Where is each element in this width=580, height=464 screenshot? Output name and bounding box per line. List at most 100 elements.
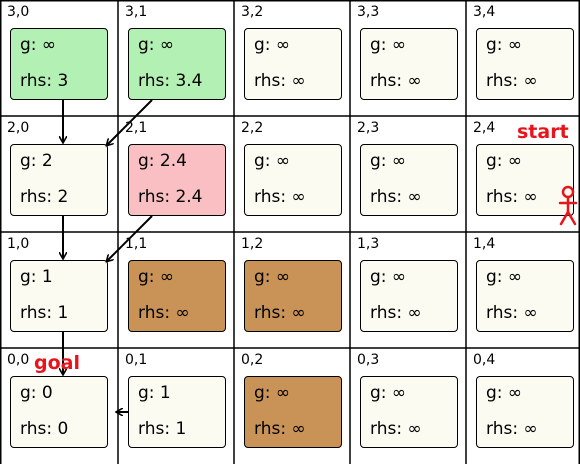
cell-coord: 2,1 bbox=[125, 120, 148, 136]
cell-3-1: 3,1 g: ∞ rhs: 3.4 bbox=[118, 0, 234, 116]
cell-box: g: 0 rhs: 0 bbox=[10, 376, 108, 448]
rhs-value: rhs: 0 bbox=[20, 419, 69, 439]
stick-figure-icon bbox=[558, 185, 578, 226]
cell-coord: 1,3 bbox=[357, 236, 380, 252]
rhs-value: rhs: ∞ bbox=[486, 419, 538, 439]
cell-0-1: 0,1 g: 1 rhs: 1 bbox=[118, 348, 234, 464]
cell-box: g: ∞ rhs: ∞ bbox=[128, 260, 226, 332]
g-value: g: 1 bbox=[138, 383, 171, 403]
cell-coord: 2,3 bbox=[357, 120, 380, 136]
cell-0-2: 0,2 g: ∞ rhs: ∞ bbox=[234, 348, 350, 464]
cell-coord: 1,1 bbox=[125, 236, 148, 252]
g-value: g: ∞ bbox=[254, 267, 291, 287]
rhs-value: rhs: ∞ bbox=[370, 187, 422, 207]
cell-coord: 3,4 bbox=[473, 4, 496, 20]
cell-0-3: 0,3 g: ∞ rhs: ∞ bbox=[350, 348, 466, 464]
arrow-2-1-to-1-0 bbox=[107, 215, 153, 261]
rhs-value: rhs: 3.4 bbox=[138, 71, 203, 91]
cell-box: g: 1 rhs: 1 bbox=[128, 376, 226, 448]
cell-3-3: 3,3 g: ∞ rhs: ∞ bbox=[350, 0, 466, 116]
rhs-value: rhs: ∞ bbox=[254, 187, 306, 207]
g-value: g: ∞ bbox=[138, 267, 175, 287]
goal-label: goal bbox=[34, 352, 80, 374]
cell-box: g: ∞ rhs: 3 bbox=[10, 28, 108, 100]
cell-2-3: 2,3 g: ∞ rhs: ∞ bbox=[350, 116, 466, 232]
g-value: g: ∞ bbox=[370, 35, 407, 55]
cell-2-4: 2,4 g: ∞ rhs: ∞ bbox=[466, 116, 580, 232]
cell-coord: 0,1 bbox=[125, 352, 148, 368]
cell-box: g: ∞ rhs: ∞ bbox=[476, 260, 574, 332]
cell-box: g: ∞ rhs: 3.4 bbox=[128, 28, 226, 100]
cell-3-0: 3,0 g: ∞ rhs: 3 bbox=[0, 0, 118, 116]
rhs-value: rhs: ∞ bbox=[370, 419, 422, 439]
g-value: g: ∞ bbox=[370, 383, 407, 403]
cell-box: g: ∞ rhs: ∞ bbox=[244, 260, 342, 332]
rhs-value: rhs: ∞ bbox=[138, 303, 190, 323]
cell-coord: 0,0 bbox=[7, 352, 30, 368]
g-value: g: 1 bbox=[20, 267, 53, 287]
cell-coord: 3,3 bbox=[357, 4, 380, 20]
g-value: g: ∞ bbox=[254, 35, 291, 55]
cell-coord: 2,2 bbox=[241, 120, 264, 136]
cell-0-0: 0,0 g: 0 rhs: 0 bbox=[0, 348, 118, 464]
cell-3-2: 3,2 g: ∞ rhs: ∞ bbox=[234, 0, 350, 116]
g-value: g: ∞ bbox=[254, 151, 291, 171]
cell-coord: 3,0 bbox=[7, 4, 30, 20]
start-label: start bbox=[517, 121, 569, 143]
cell-box: g: ∞ rhs: ∞ bbox=[244, 144, 342, 216]
rhs-value: rhs: ∞ bbox=[486, 71, 538, 91]
cell-2-2: 2,2 g: ∞ rhs: ∞ bbox=[234, 116, 350, 232]
g-value: g: ∞ bbox=[138, 35, 175, 55]
g-value: g: 2 bbox=[20, 151, 53, 171]
cell-3-4: 3,4 g: ∞ rhs: ∞ bbox=[466, 0, 580, 116]
cell-box: g: ∞ rhs: ∞ bbox=[476, 28, 574, 100]
g-value: g: 0 bbox=[20, 383, 53, 403]
g-value: g: ∞ bbox=[20, 35, 57, 55]
g-value: g: ∞ bbox=[486, 35, 523, 55]
rhs-value: rhs: ∞ bbox=[254, 419, 306, 439]
cell-coord: 2,4 bbox=[473, 120, 496, 136]
cell-box: g: ∞ rhs: ∞ bbox=[360, 260, 458, 332]
rhs-value: rhs: 2 bbox=[20, 187, 69, 207]
g-value: g: ∞ bbox=[486, 383, 523, 403]
g-value: g: ∞ bbox=[486, 151, 523, 171]
rhs-value: rhs: ∞ bbox=[486, 187, 538, 207]
cell-coord: 3,1 bbox=[125, 4, 148, 20]
cell-coord: 2,0 bbox=[7, 120, 30, 136]
rhs-value: rhs: 1 bbox=[138, 419, 187, 439]
cell-box: g: ∞ rhs: ∞ bbox=[244, 28, 342, 100]
g-value: g: ∞ bbox=[370, 151, 407, 171]
cell-1-0: 1,0 g: 1 rhs: 1 bbox=[0, 232, 118, 348]
cell-2-1: 2,1 g: 2.4 rhs: 2.4 bbox=[118, 116, 234, 232]
rhs-value: rhs: 2.4 bbox=[138, 187, 203, 207]
cell-0-4: 0,4 g: ∞ rhs: ∞ bbox=[466, 348, 580, 464]
cell-1-2: 1,2 g: ∞ rhs: ∞ bbox=[234, 232, 350, 348]
g-value: g: ∞ bbox=[486, 267, 523, 287]
cell-coord: 1,2 bbox=[241, 236, 264, 252]
rhs-value: rhs: ∞ bbox=[486, 303, 538, 323]
cell-box: g: 1 rhs: 1 bbox=[10, 260, 108, 332]
rhs-value: rhs: ∞ bbox=[254, 71, 306, 91]
g-value: g: ∞ bbox=[370, 267, 407, 287]
cell-box: g: ∞ rhs: ∞ bbox=[360, 376, 458, 448]
arrow-3-1-to-2-0 bbox=[107, 99, 153, 145]
cell-box: g: ∞ rhs: ∞ bbox=[476, 144, 574, 216]
cell-coord: 0,2 bbox=[241, 352, 264, 368]
rhs-value: rhs: 3 bbox=[20, 71, 69, 91]
cell-box: g: 2.4 rhs: 2.4 bbox=[128, 144, 226, 216]
cell-coord: 1,4 bbox=[473, 236, 496, 252]
cell-2-0: 2,0 g: 2 rhs: 2 bbox=[0, 116, 118, 232]
path-arrows bbox=[63, 99, 153, 412]
cell-coord: 1,0 bbox=[7, 236, 30, 252]
cell-box: g: ∞ rhs: ∞ bbox=[476, 376, 574, 448]
rhs-value: rhs: ∞ bbox=[370, 303, 422, 323]
cell-box: g: ∞ rhs: ∞ bbox=[244, 376, 342, 448]
cell-box: g: 2 rhs: 2 bbox=[10, 144, 108, 216]
g-value: g: ∞ bbox=[254, 383, 291, 403]
cell-box: g: ∞ rhs: ∞ bbox=[360, 144, 458, 216]
g-value: g: 2.4 bbox=[138, 151, 187, 171]
cell-coord: 0,3 bbox=[357, 352, 380, 368]
